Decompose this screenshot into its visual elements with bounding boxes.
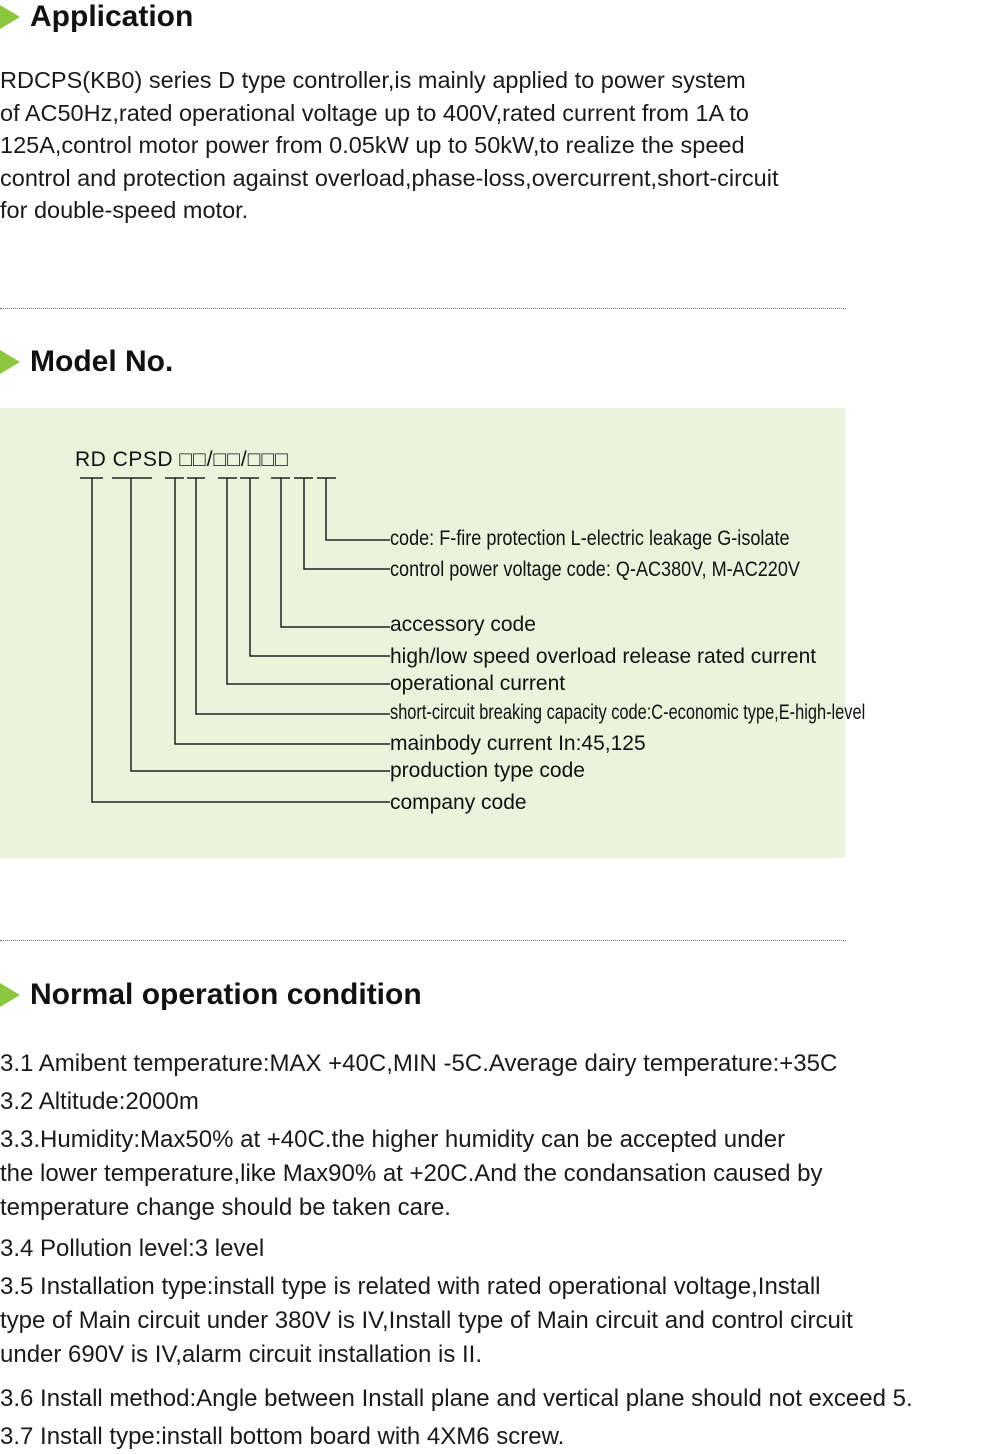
condition-line: 3.1 Amibent temperature:MAX +40C,MIN -5C… bbox=[0, 1050, 838, 1077]
condition-item: 3.5 Installation type:install type is re… bbox=[0, 1270, 853, 1372]
model-title: Model No. bbox=[30, 345, 174, 378]
application-line: for double-speed motor. bbox=[0, 197, 249, 223]
label-overload-release: high/low speed overload release rated cu… bbox=[390, 645, 817, 668]
label-accessory: accessory code bbox=[390, 613, 536, 636]
conditions-title: Normal operation condition bbox=[30, 978, 422, 1011]
condition-line: under 690V is IV,alarm circuit installat… bbox=[0, 1341, 483, 1368]
condition-item: 3.4 Pollution level:3 level bbox=[0, 1232, 264, 1266]
conditions-heading: Normal operation condition bbox=[0, 978, 422, 1012]
application-line: 125A,control motor power from 0.05kW up … bbox=[0, 132, 745, 158]
condition-line: 3.4 Pollution level:3 level bbox=[0, 1235, 265, 1262]
label-company: company code bbox=[390, 791, 527, 814]
condition-line: the lower temperature,like Max90% at +20… bbox=[0, 1160, 823, 1187]
condition-item: 3.3.Humidity:Max50% at +40C.the higher h… bbox=[0, 1123, 823, 1225]
condition-line: type of Main circuit under 380V is IV,In… bbox=[0, 1307, 853, 1334]
application-line: of AC50Hz,rated operational voltage up t… bbox=[0, 99, 749, 126]
label-production-type: production type code bbox=[390, 759, 585, 782]
condition-line: temperature change should be taken care. bbox=[0, 1194, 451, 1221]
triangle-bullet-icon bbox=[0, 983, 20, 1007]
section-divider bbox=[0, 940, 846, 941]
triangle-bullet-icon bbox=[0, 5, 20, 29]
section-divider bbox=[0, 308, 846, 309]
application-heading: Application bbox=[0, 0, 193, 34]
model-heading: Model No. bbox=[0, 345, 173, 379]
condition-line: 3.2 Altitude:2000m bbox=[0, 1088, 199, 1115]
condition-item: 3.7 Install type:install bottom board wi… bbox=[0, 1420, 564, 1454]
triangle-bullet-icon bbox=[0, 350, 20, 374]
application-paragraph: RDCPS(KB0) series D type controller,is m… bbox=[0, 64, 860, 227]
model-code-boxes: □□/□□/□□□ bbox=[179, 448, 289, 471]
label-control-voltage: control power voltage code: Q-AC380V, M-… bbox=[390, 558, 800, 581]
condition-line: 3.7 Install type:install bottom board wi… bbox=[0, 1423, 565, 1450]
condition-line: 3.3.Humidity:Max50% at +40C.the higher h… bbox=[0, 1126, 786, 1153]
model-code: RD CPSD □□/□□/□□□ bbox=[75, 448, 289, 472]
condition-item: 3.1 Amibent temperature:MAX +40C,MIN -5C… bbox=[0, 1047, 837, 1081]
condition-item: 3.6 Install method:Angle between Install… bbox=[0, 1382, 913, 1416]
label-function-code: code: F-fire protection L-electric leaka… bbox=[390, 527, 790, 550]
label-mainbody-current: mainbody current In:45,125 bbox=[390, 732, 646, 755]
condition-line: 3.6 Install method:Angle between Install… bbox=[0, 1385, 913, 1412]
condition-item: 3.2 Altitude:2000m bbox=[0, 1085, 199, 1119]
application-line: control and protection against overload,… bbox=[0, 164, 779, 191]
label-breaking-capacity: short-circuit breaking capacity code:C-e… bbox=[390, 701, 866, 724]
condition-line: 3.5 Installation type:install type is re… bbox=[0, 1273, 821, 1300]
application-line: RDCPS(KB0) series D type controller,is m… bbox=[0, 67, 746, 93]
application-title: Application bbox=[30, 0, 194, 33]
label-operational-current: operational current bbox=[390, 672, 566, 695]
model-code-prefix: RD CPSD bbox=[75, 448, 174, 471]
